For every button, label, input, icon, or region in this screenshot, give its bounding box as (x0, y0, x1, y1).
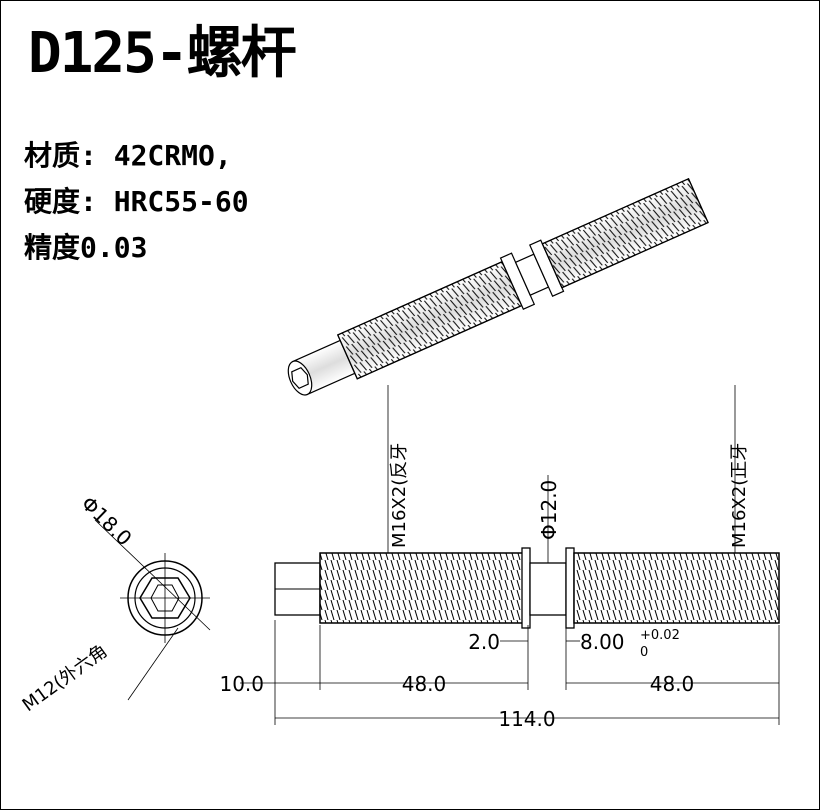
dim-tolerance-upper: +0.02 (640, 628, 680, 643)
end-view (94, 519, 211, 701)
side-collar-right (565, 547, 575, 629)
dim-hex-diameter: Φ18.0 (77, 491, 137, 550)
spec-material: 材质: 42CRMO, (24, 139, 232, 172)
iso-view (287, 177, 709, 396)
dimension-lines (240, 385, 780, 725)
dim-neck-length: 8.00 (580, 630, 625, 654)
label-thread-right: M16X2(正牙 (729, 443, 750, 548)
drawing-title: D125-螺杆 (28, 21, 297, 86)
side-neck (529, 562, 567, 616)
dim-collar: 2.0 (468, 630, 500, 654)
dim-total-length: 114.0 (498, 707, 555, 731)
dim-neck-diameter: Φ12.0 (537, 480, 561, 540)
label-hex-size: M12(外六角 (19, 641, 112, 716)
dim-tolerance-lower: 0 (640, 645, 648, 660)
side-collar-left (521, 547, 531, 629)
spec-precision: 精度0.03 (24, 231, 148, 264)
iso-hex-socket (291, 367, 309, 389)
spec-hardness: 硬度: HRC55-60 (24, 185, 249, 218)
dim-head-length: 10.0 (219, 672, 264, 696)
dim-left-length: 48.0 (402, 672, 447, 696)
dim-right-length: 48.0 (650, 672, 695, 696)
label-thread-left: M16X2(反牙 (389, 443, 410, 548)
side-view (274, 547, 780, 629)
